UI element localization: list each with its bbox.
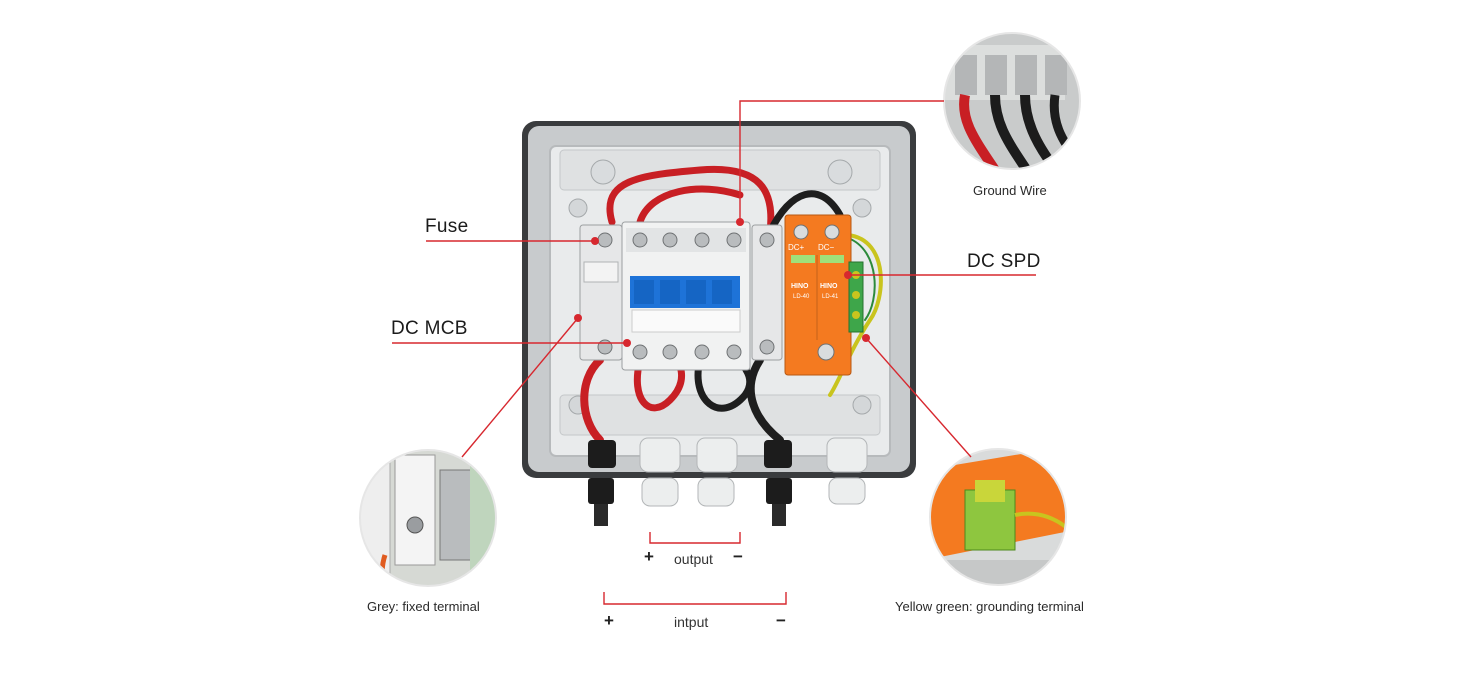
cable-glands <box>588 437 868 526</box>
input-label: intput <box>674 614 709 630</box>
zoom-grounding-terminal <box>929 448 1067 586</box>
ground-wire-label: Ground Wire <box>973 183 1047 198</box>
leader-dots <box>574 218 870 347</box>
dc-spd: DC+ DC− HINO HINO LD-40 LD-41 <box>784 214 864 376</box>
grey-terminal-label: Grey: fixed terminal <box>367 599 480 614</box>
spd-model-right: LD-41 <box>822 294 839 300</box>
dc-mcb <box>621 221 751 371</box>
output-minus-sign: − <box>733 547 743 566</box>
fuse-holder-left <box>579 224 623 361</box>
output-plus-sign: + <box>644 547 654 566</box>
dc-mcb-label: DC MCB <box>391 318 468 339</box>
dc-spd-label: DC SPD <box>967 251 1041 272</box>
spd-dc-minus-text: DC− <box>818 243 835 252</box>
spd-dc-plus-text: DC+ <box>788 243 805 252</box>
leader-lines <box>392 100 1036 605</box>
wiring <box>580 165 883 444</box>
spd-brand-left: HINO <box>791 283 809 290</box>
input-minus-sign: − <box>776 611 786 630</box>
spd-brand-right: HINO <box>820 283 838 290</box>
output-label: output <box>674 551 713 567</box>
zoom-ground-wire <box>943 32 1081 170</box>
input-plus-sign: + <box>604 611 614 630</box>
fuse-label: Fuse <box>425 216 469 237</box>
fuse-holder-right <box>751 224 783 361</box>
grounding-terminal-label: Yellow green: grounding terminal <box>895 599 1084 614</box>
spd-model-left: LD-40 <box>793 294 810 300</box>
zoom-grey-terminal <box>359 449 497 587</box>
